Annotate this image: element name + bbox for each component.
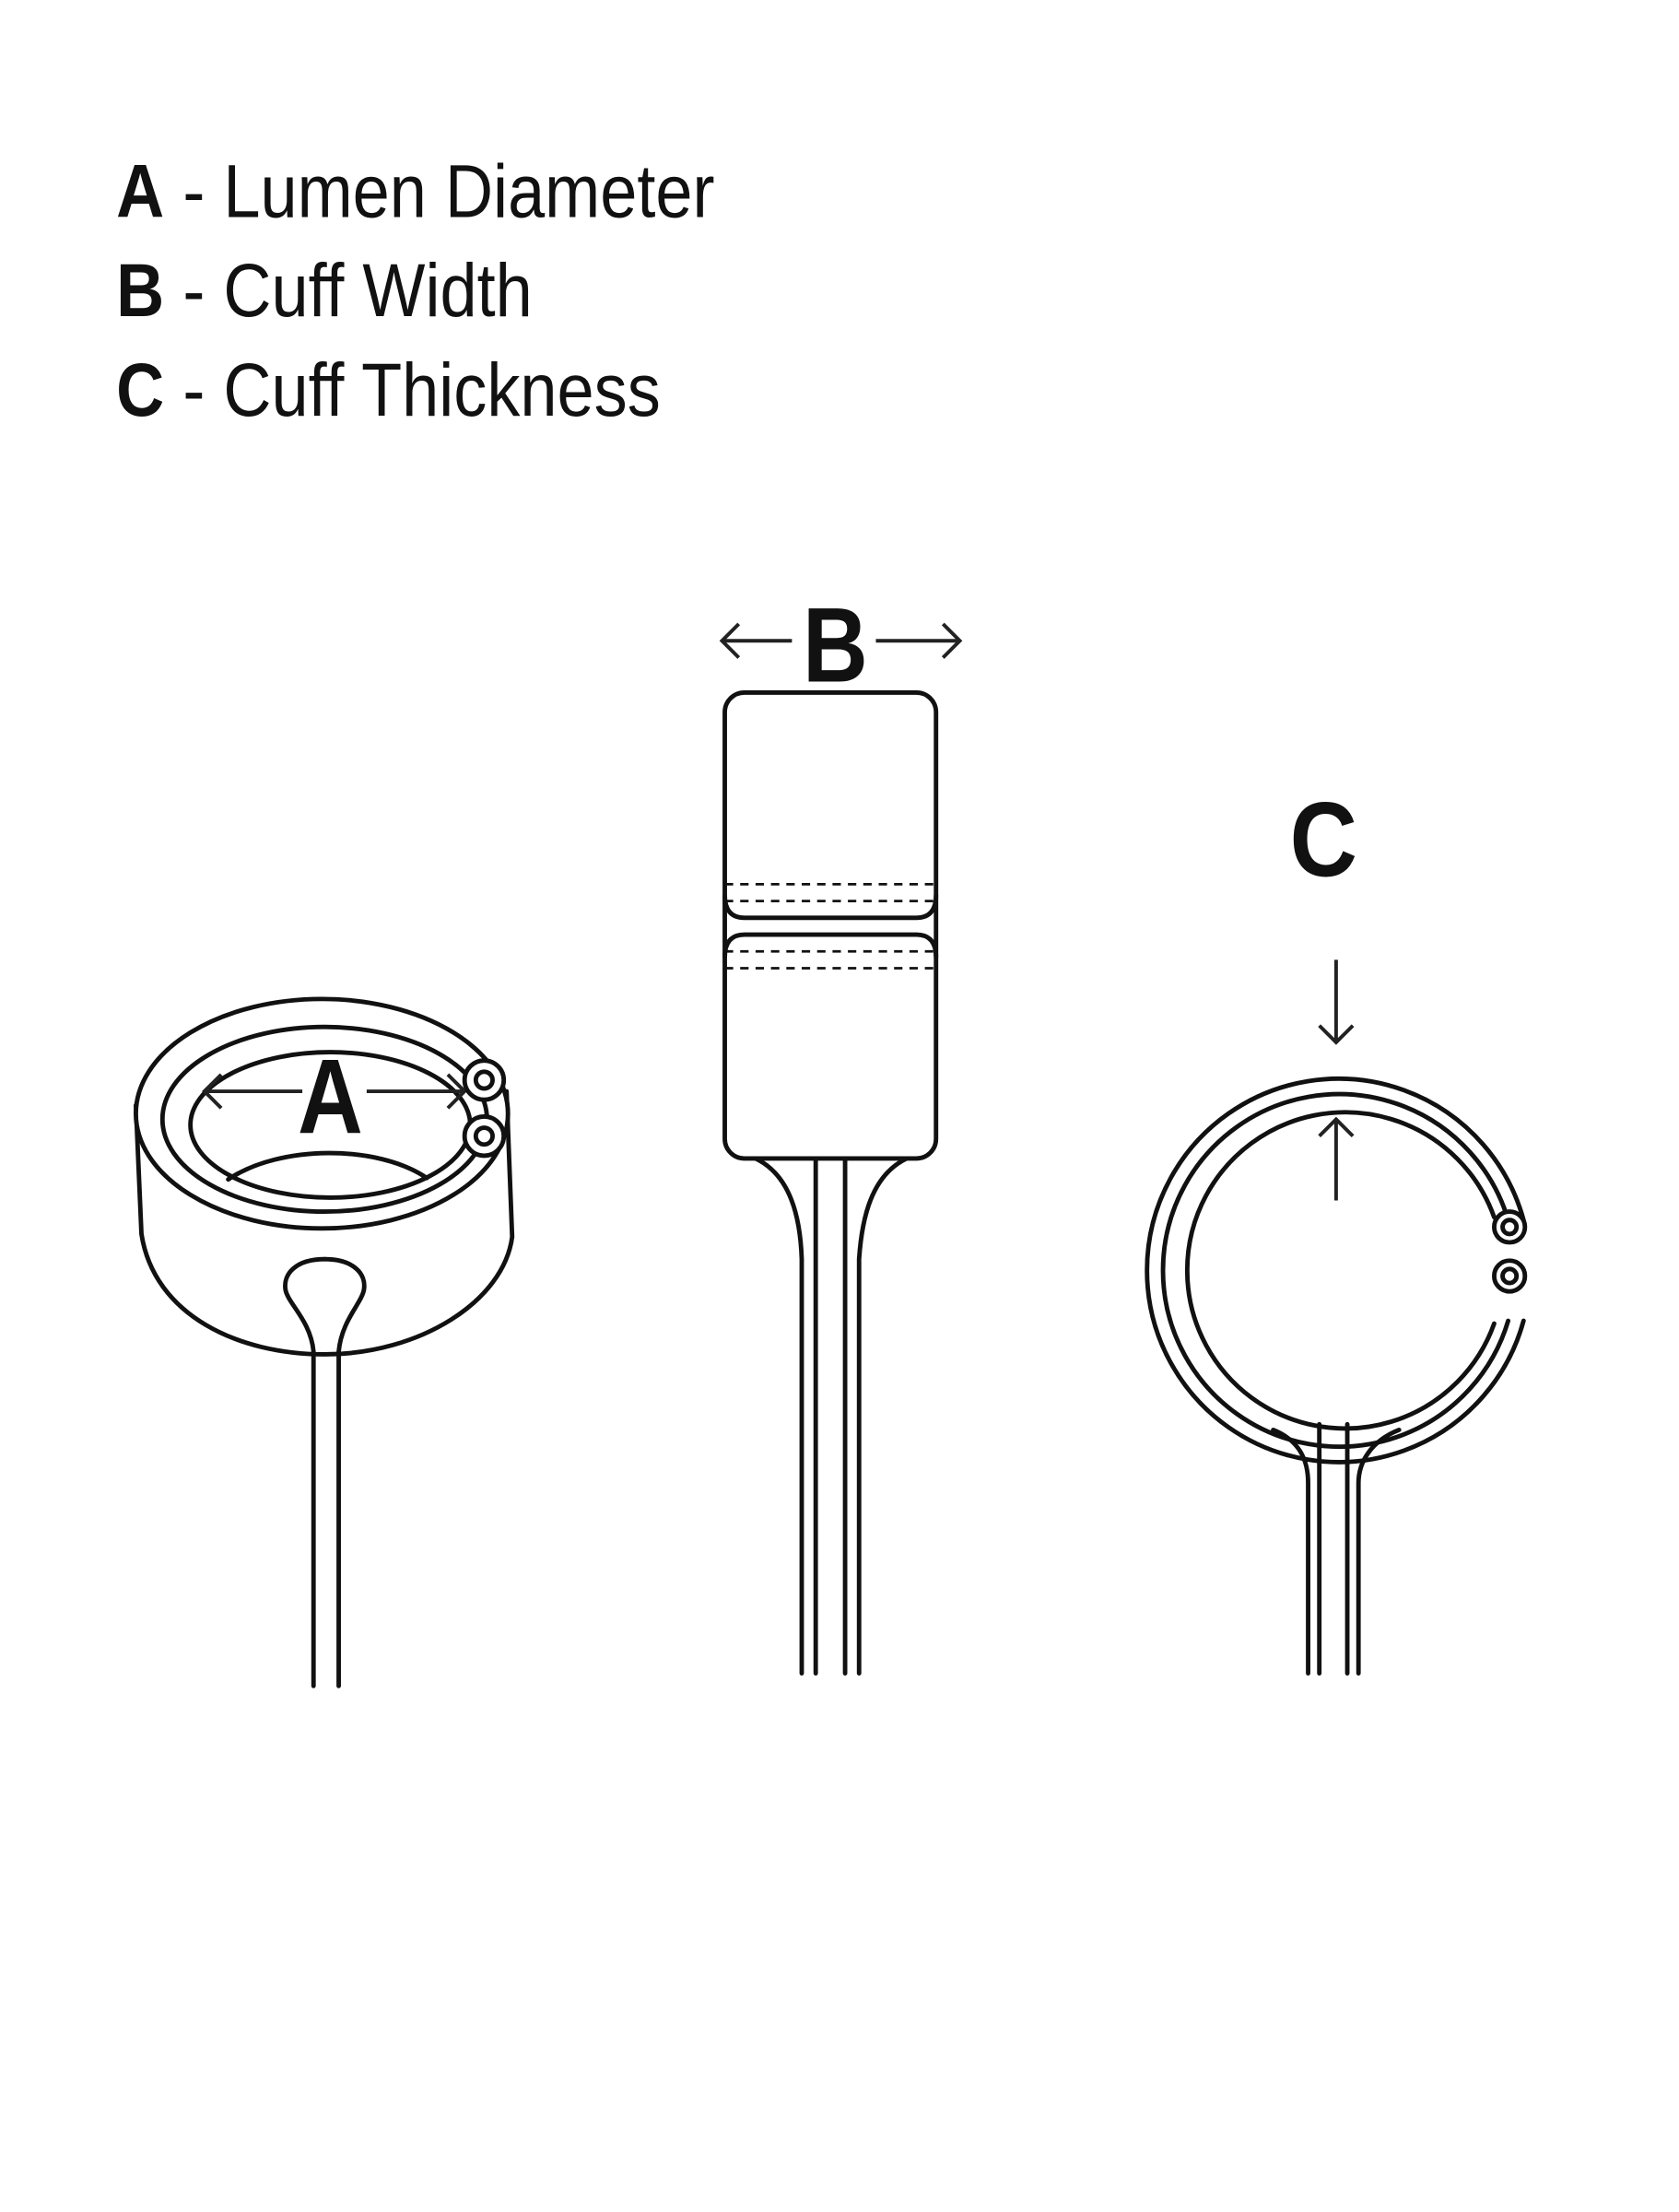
legend-separator: -: [164, 348, 223, 432]
contact-pads: [462, 1058, 507, 1159]
cuff-thickness-label: C: [1290, 781, 1357, 899]
lead-flare-left: [1271, 1427, 1310, 1676]
cuff-middle-wall: [1160, 1091, 1511, 1450]
legend-label: Cuff Width: [223, 249, 532, 333]
cuff-inner-wall: [1184, 1110, 1497, 1431]
cuff-lumen-back: [226, 1150, 429, 1182]
lead-flare-right: [1356, 1427, 1402, 1676]
legend-item-b: B - Cuff Width: [116, 249, 533, 333]
legend-key: A: [116, 149, 164, 233]
contact-pad: [1492, 1258, 1528, 1294]
contact-pad: [1492, 1209, 1528, 1245]
cuff-outer-wall: [1145, 1077, 1526, 1465]
legend-separator: -: [164, 149, 223, 233]
cuff-width-label: B: [803, 585, 868, 704]
legend-label: Lumen Diameter: [223, 149, 714, 233]
cuff-band: [722, 893, 939, 921]
cuff-cross-section-figure: C: [1145, 781, 1528, 1676]
cuff-body: [134, 1088, 515, 1357]
lead-flare-right: [856, 1156, 910, 1676]
legend-item-c: C - Cuff Thickness: [116, 348, 661, 432]
lumen-diameter-label: A: [298, 1037, 363, 1156]
legend-key: C: [116, 348, 164, 432]
legend-item-a: A - Lumen Diameter: [116, 149, 714, 233]
legend: A - Lumen Diameter B - Cuff Width C - Cu…: [116, 149, 714, 432]
cuff-perspective-figure: A: [134, 996, 515, 1688]
lead-bulb: [283, 1256, 327, 1688]
cuff-side-body: [722, 689, 939, 1161]
lead-flare-left: [753, 1156, 804, 1676]
legend-separator: -: [164, 249, 223, 333]
legend-key: B: [116, 249, 164, 333]
cuff-side-figure: B: [719, 585, 963, 1676]
legend-label: Cuff Thickness: [223, 348, 660, 432]
